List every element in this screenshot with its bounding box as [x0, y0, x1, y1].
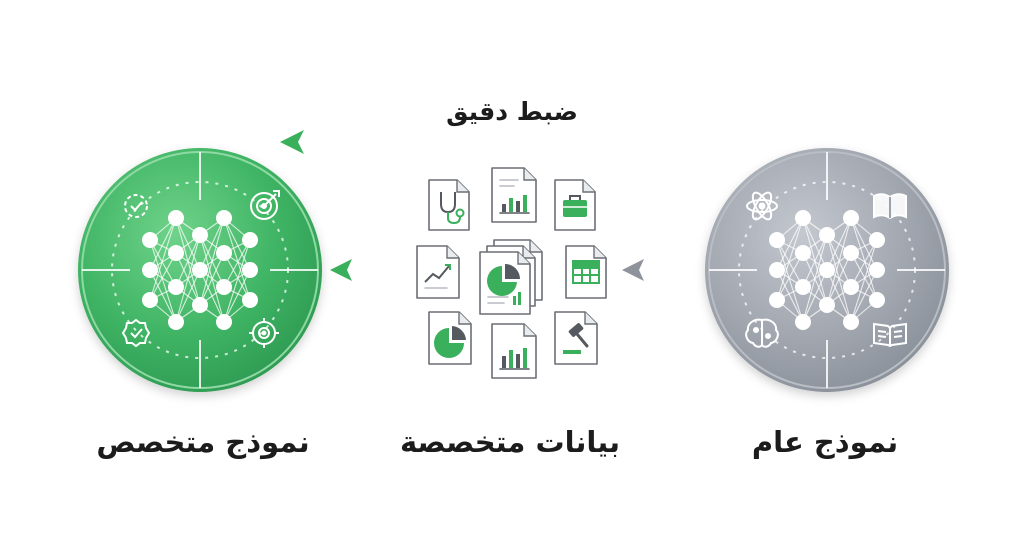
- network-node: [869, 292, 885, 308]
- brain-icon: [745, 318, 779, 348]
- briefcase-icon: [562, 195, 588, 217]
- network-node: [168, 245, 184, 261]
- target-check-icon: [124, 194, 148, 218]
- network-node: [192, 297, 208, 313]
- pie-chart-icon: [487, 264, 521, 305]
- network-node: [795, 314, 811, 330]
- network-node: [843, 314, 859, 330]
- network-node: [795, 279, 811, 295]
- line-chart-icon: [424, 264, 451, 289]
- network-node: [142, 262, 158, 278]
- network-node: [795, 210, 811, 226]
- network-node: [769, 232, 785, 248]
- document-line-chart-icon: [416, 245, 460, 299]
- specialized-model-network: [82, 152, 318, 388]
- bar-chart-icon: [499, 179, 530, 214]
- document-bar-chart-icon: [491, 167, 537, 223]
- specialized-model-label: نموذج متخصص: [96, 425, 310, 459]
- bar-chart-icon: [499, 348, 530, 370]
- check-badge-icon: [121, 318, 151, 348]
- network-node: [843, 210, 859, 226]
- open-book-icon: [873, 322, 907, 348]
- network-node: [843, 279, 859, 295]
- network-node: [819, 297, 835, 313]
- network-node: [216, 245, 232, 261]
- arrow-to-specialized-model: [330, 259, 409, 281]
- network-node: [242, 262, 258, 278]
- network-node: [869, 262, 885, 278]
- specialized-data-label: بيانات متخصصة: [399, 425, 621, 459]
- network-node: [142, 292, 158, 308]
- network-node: [168, 279, 184, 295]
- network-node: [216, 314, 232, 330]
- network-node: [216, 279, 232, 295]
- network-node: [192, 227, 208, 243]
- gavel-icon: [563, 323, 589, 354]
- network-node: [769, 292, 785, 308]
- document-gavel-icon: [554, 311, 598, 365]
- spreadsheet-icon: [572, 260, 600, 284]
- general-model-network: [709, 152, 945, 388]
- network-node: [819, 227, 835, 243]
- specialized-data-documents: [416, 167, 607, 379]
- document-bar-chart-icon: [491, 323, 537, 379]
- network-node: [168, 210, 184, 226]
- book-icon: [873, 193, 907, 220]
- network-node: [242, 292, 258, 308]
- network-node: [819, 262, 835, 278]
- pie-chart-icon: [434, 326, 466, 358]
- network-node: [192, 262, 208, 278]
- document-briefcase-icon: [554, 179, 596, 231]
- radar-target-icon: [249, 318, 279, 348]
- network-node: [168, 314, 184, 330]
- general-model-label: نموذج عام: [751, 425, 899, 459]
- network-node: [216, 210, 232, 226]
- document-pie-chart-icon: [479, 251, 531, 315]
- network-node: [769, 262, 785, 278]
- network-node: [869, 232, 885, 248]
- arrow-to-specialized-data: [622, 259, 698, 281]
- network-connections: [149, 217, 251, 323]
- bullseye-icon: [250, 190, 280, 220]
- atom-icon: [746, 191, 778, 221]
- network-node: [242, 232, 258, 248]
- document-spreadsheet-icon: [565, 245, 607, 299]
- network-node: [843, 245, 859, 261]
- document-pie-chart-icon: [428, 311, 472, 365]
- fine-tuning-label: ضبط دقيق: [446, 97, 578, 126]
- network-node: [795, 245, 811, 261]
- network-node: [142, 232, 158, 248]
- document-stethoscope-icon: [428, 179, 470, 231]
- fine-tuning-arrow: [280, 130, 746, 154]
- stethoscope-icon: [440, 192, 465, 225]
